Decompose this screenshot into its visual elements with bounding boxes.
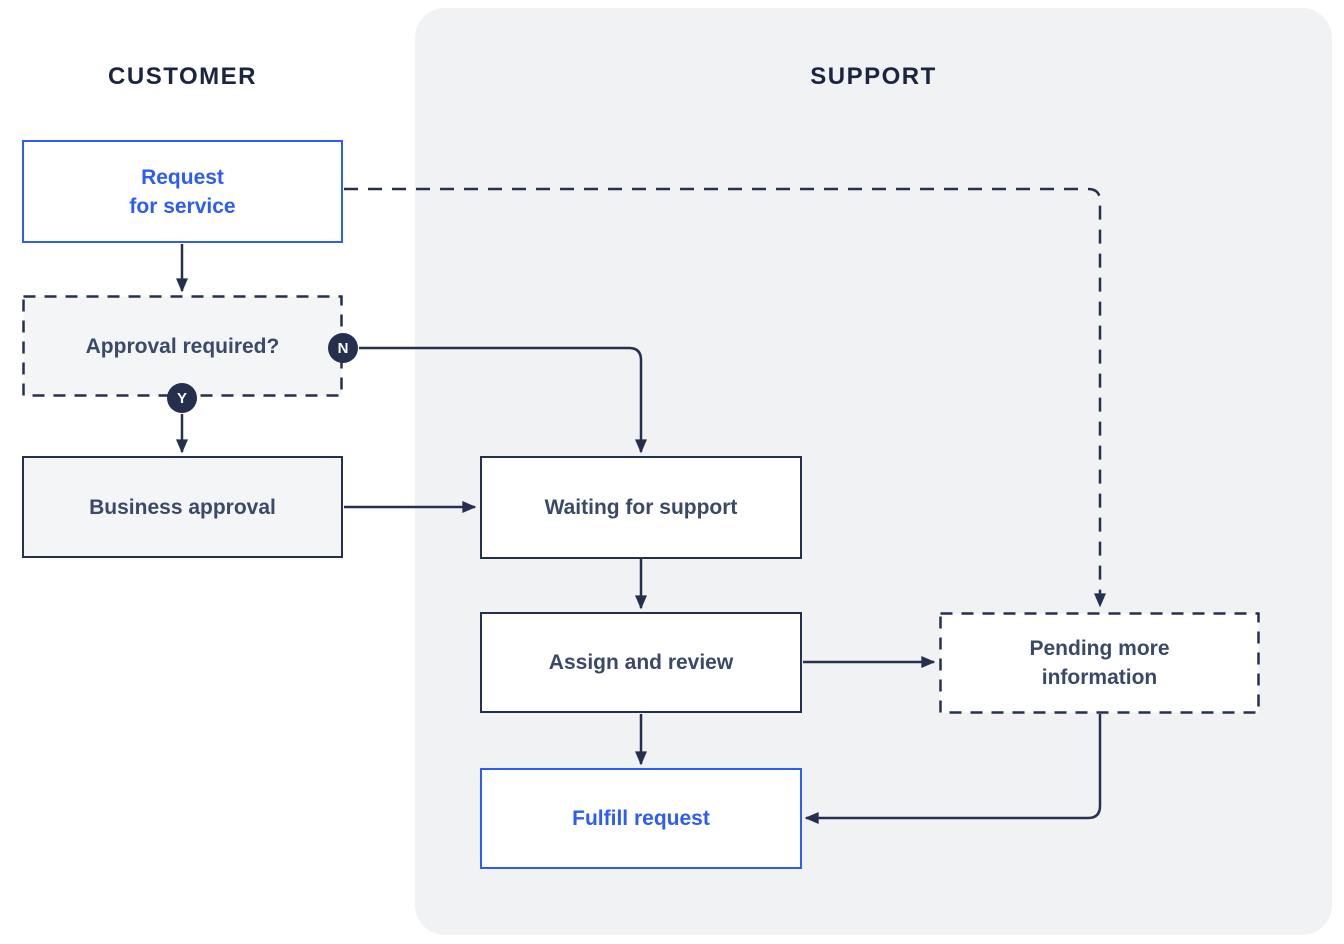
node-fulfill-request: Fulfill request [480, 768, 802, 869]
edge-request-to-pending-dashed [344, 187, 1106, 608]
node-label-line: Pending more [1029, 636, 1170, 660]
node-label-line: Approval required? [85, 334, 280, 358]
node-pending-more-information: Pending more information [939, 612, 1260, 713]
decision-badge-no: N [328, 333, 358, 363]
node-waiting-for-support: Waiting for support [480, 456, 802, 559]
node-pending-more-information-outline [939, 612, 1260, 714]
decision-badge-yes: Y [167, 383, 197, 413]
node-label-line: Waiting for support [544, 496, 738, 519]
node-label-line: Assign and review [548, 651, 734, 674]
node-label-line: for service [129, 194, 236, 218]
node-label-line: Fulfill request [572, 807, 710, 830]
node-request-for-service: Request for service [22, 140, 343, 243]
node-assign-and-review: Assign and review [480, 612, 802, 713]
edge-approval-no-to-waiting [359, 346, 647, 454]
node-label-line: Business approval [89, 495, 276, 519]
lane-title-support: SUPPORT [810, 63, 937, 90]
lane-title-customer: CUSTOMER [108, 63, 257, 90]
node-approval-required: Approval required? [22, 295, 343, 397]
edge-pending-to-fulfill [804, 714, 1102, 824]
node-label-line: Request [141, 165, 224, 189]
node-business-approval: Business approval [22, 456, 343, 558]
node-label-line: information [1041, 665, 1158, 689]
